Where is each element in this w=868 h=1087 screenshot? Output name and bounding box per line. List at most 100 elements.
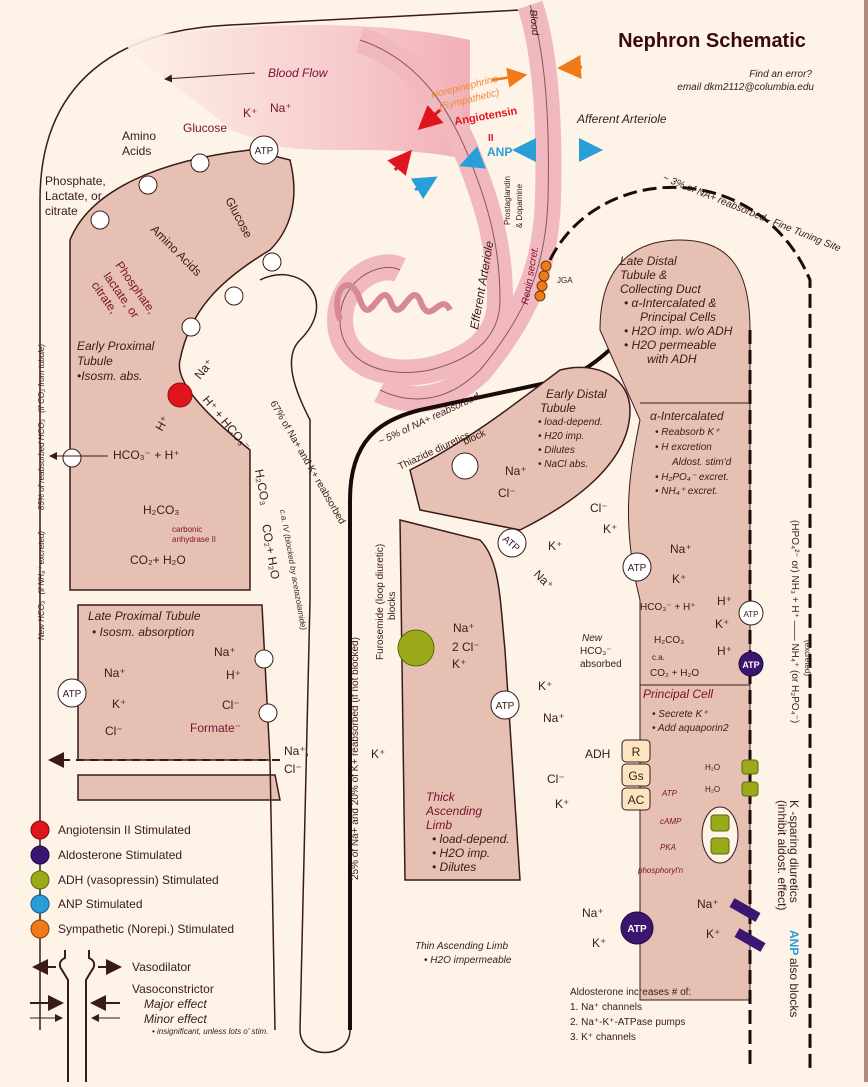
- lumen-co2: CO₂+ H₂O: [259, 523, 282, 580]
- loop-inner: [348, 338, 622, 1030]
- romk-channel: [734, 928, 766, 952]
- ai-bullet-2: • H excretion: [655, 442, 712, 453]
- aldo-note-item-2: 2. Na⁺-K⁺-ATPase pumps: [570, 1017, 685, 1028]
- ai-excreted: (excreted): [803, 640, 812, 676]
- thick-ascending-cell: [399, 519, 521, 881]
- h-k-atpase: [738, 600, 764, 626]
- paracellular-na: Na⁺,: [284, 744, 309, 758]
- na-aa-transporter: [224, 286, 244, 306]
- loop-k-leak: K⁺: [371, 747, 385, 761]
- loop-k2: K⁺: [555, 797, 569, 811]
- sympathetic-arrow: [491, 67, 528, 88]
- ai-react-4: CO₂ + H₂O: [650, 668, 699, 679]
- late-proximal-title: Late Proximal Tubule: [88, 609, 201, 623]
- late-proximal-bullet: • Isosm. absorption: [92, 625, 195, 639]
- ld-bullet-3: • H2O imp. w/o ADH: [624, 324, 733, 338]
- loop-turn: [299, 1029, 351, 1054]
- ed-bullet-2: • H20 imp.: [538, 431, 584, 442]
- jga-label: JGA: [557, 276, 573, 285]
- late-proximal-k: K⁺: [112, 697, 126, 711]
- phosphate-transporter: [90, 210, 110, 230]
- thick-title-3: Limb: [426, 818, 452, 832]
- na-k-atpase-pump: [249, 135, 279, 165]
- ed-atp-pump: [497, 528, 527, 558]
- legend-swatch-sympathetic: [30, 919, 50, 939]
- proximal-lumen-outline: [259, 274, 318, 1031]
- nkcc-na: Na⁺: [453, 621, 475, 635]
- legend: Angiotensin II Stimulated Aldosterone St…: [30, 820, 268, 1082]
- legend-swatch-adh: [30, 870, 50, 890]
- aquaporin-1: [741, 759, 759, 775]
- ld-title-2: Tubule &: [620, 268, 667, 282]
- ld-title-3: Collecting Duct: [620, 282, 701, 296]
- enzyme-1: carbonic: [172, 525, 202, 534]
- reaction-line3: CO₂+ H₂O: [130, 553, 186, 567]
- na-h-exchanger: [254, 649, 274, 669]
- anp-label: ANP: [487, 145, 512, 159]
- loop-atp-pump: [490, 690, 520, 720]
- pc-na: Na⁺: [582, 906, 604, 920]
- peritubular-outline: [39, 9, 521, 1030]
- pc-atp-pump-aldosterone: [620, 911, 654, 945]
- pc-h2o-2: H₂O: [705, 785, 720, 794]
- ai-new-2: HCO₃⁻: [580, 646, 612, 657]
- exchanger-na: Na⁺: [192, 356, 217, 382]
- ed-cl: Cl⁻: [498, 486, 516, 500]
- legend-label-anp: ANP Stimulated: [58, 897, 143, 911]
- error-prompt: Find an error?: [749, 69, 812, 80]
- ld-bullet-2: Principal Cells: [640, 310, 716, 324]
- minor-note: • insignificant, unless lots o' stim.: [152, 1027, 268, 1036]
- exchanger-h: H⁺: [152, 414, 172, 434]
- angiotensin-arrow: [417, 105, 444, 131]
- basolateral-glucose: Glucose: [183, 121, 227, 135]
- basolateral-phosphate-3: citrate: [45, 204, 78, 218]
- ai-k: K⁺: [672, 572, 686, 586]
- enac-channel: [729, 898, 761, 922]
- dopamine-label: & Dopamine: [515, 183, 524, 228]
- aldo-note-item-1: 1. Na⁺ channels: [570, 1002, 642, 1013]
- thick-bullet-3: • Dilutes: [432, 860, 476, 874]
- ai-k-left: K⁺: [603, 522, 617, 536]
- major-effect-label: Major effect: [144, 997, 207, 1011]
- enzyme-2: anhydrase II: [172, 535, 216, 544]
- nkcc2-transporter-adh: [397, 629, 435, 667]
- h-atp-aldo: ATP: [742, 660, 759, 670]
- aldo-note-item-3: 3. K⁺ channels: [570, 1032, 636, 1043]
- ai-bullet-5: • NH₄⁺ excret.: [655, 486, 718, 497]
- aquaporin-2: [741, 781, 759, 797]
- pc-h2o-1: H₂O: [705, 763, 720, 772]
- ncc-transporter: [451, 452, 479, 480]
- loop-na-out: Na⁺: [543, 711, 565, 725]
- vessel-legend-icon: [58, 950, 96, 1082]
- gs-protein: [621, 763, 651, 787]
- prostaglandin-label: Prostaglandin: [503, 176, 512, 225]
- reaction-line1: HCO₃⁻ + H⁺: [113, 448, 180, 462]
- pc-adh: ADH: [585, 747, 610, 761]
- ed-cl-out: Cl⁻: [590, 501, 608, 515]
- ai-h2: H⁺: [717, 644, 732, 658]
- ai-bullet-4: • H₂PO₄⁻ excret.: [655, 472, 729, 483]
- thick-title-2: Ascending: [425, 804, 482, 818]
- na-phosphate-transporter: [181, 317, 201, 337]
- ed-bullet-3: • Dilutes: [538, 445, 575, 456]
- legend-swatch-aldosterone: [30, 845, 50, 865]
- angiotensin-ii-label: II: [488, 133, 494, 144]
- ai-bullet-1: • Reabsorb K⁺: [655, 427, 720, 438]
- ai-k2: K⁺: [715, 617, 729, 631]
- legend-swatch-anp: [30, 894, 50, 914]
- ld-bullet-4: • H2O permeable: [624, 338, 717, 352]
- h-atpase-aldosterone: [738, 651, 764, 677]
- sympathetic-arrow-afferent: [557, 55, 583, 80]
- pc-camp: cAMP: [660, 817, 682, 826]
- ed-title-2: Tubule: [540, 401, 576, 415]
- paracellular-cl: Cl⁻: [284, 762, 302, 776]
- ed-k: K⁺: [548, 539, 562, 553]
- nhe3-exchanger-angiotensin: [167, 382, 193, 408]
- pc-bullet-2: • Add aquaporin2: [652, 723, 729, 734]
- furosemide-blocks: blocks: [387, 592, 398, 620]
- cl-formate-exchanger: [258, 703, 278, 723]
- basolateral-amino-1: Amino: [122, 129, 156, 143]
- error-email[interactable]: email dkm2112@columbia.edu: [677, 82, 814, 93]
- ai-react-2: H₂CO₃: [654, 635, 684, 646]
